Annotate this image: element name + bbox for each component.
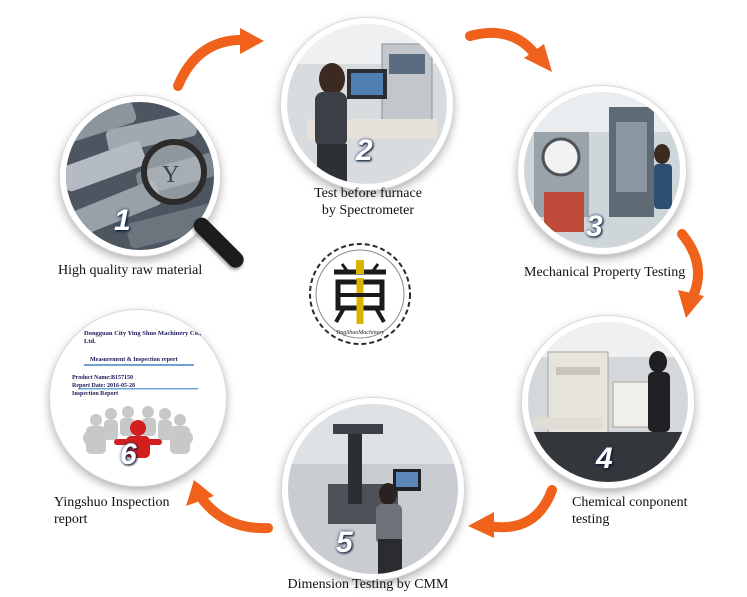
step-5-caption: Dimension Testing by CMM	[287, 577, 449, 592]
mechanical-testing-photo	[518, 86, 686, 254]
step-4-caption-line-1: Chemical conponent	[572, 495, 688, 510]
step-6-caption-line-2: report	[54, 512, 88, 527]
step-6-caption: Yingshuo Inspection report	[54, 494, 170, 528]
step-2-caption-line-1: Test before furnace	[314, 186, 422, 201]
step-number-2: 2	[356, 134, 373, 167]
step-4-caption: Chemical conponent testing	[572, 494, 687, 528]
step-2-caption: Test before furnace by Spectrometer	[298, 185, 438, 219]
step-6-caption-line-1: Yingshuo Inspection	[54, 495, 170, 510]
step-1-caption: High quality raw material	[58, 263, 203, 278]
report-date: Report Date: 2016-05-28	[72, 383, 135, 389]
step-number-4: 4	[596, 442, 613, 475]
arrow-2-to-3	[464, 22, 560, 81]
report-company: Dongguan City Ying Shuo Machinery Co., L…	[84, 330, 202, 345]
arrow-1-to-2	[168, 28, 268, 97]
svg-text:Y: Y	[162, 162, 179, 188]
report-inspection: Inspection Report	[72, 391, 119, 397]
raw-material-photo: Y	[60, 96, 220, 256]
yingshuo-logo: YingShuoMachinery	[304, 238, 416, 350]
logo-text: YingShuoMachinery	[336, 330, 385, 336]
report-text-block: Dongguan City Ying Shuo Machinery Co., L…	[72, 330, 202, 398]
arrow-5-to-6	[180, 478, 276, 543]
arrow-4-to-5	[464, 480, 564, 545]
step-number-6: 6	[120, 438, 137, 471]
step-number-1: 1	[114, 204, 131, 237]
step-2-caption-line-2: by Spectrometer	[321, 203, 415, 218]
inspection-report-photo	[50, 310, 226, 486]
cmm-testing-photo	[282, 398, 464, 580]
step-number-5: 5	[336, 526, 353, 559]
step-3-caption: Mechanical Property Testing	[524, 265, 686, 280]
arrow-3-to-4	[664, 226, 720, 325]
report-product-name: Product Name:B157150	[72, 375, 134, 381]
step-4-caption-line-2: testing	[572, 512, 610, 527]
report-title: Measurement & Inspection report	[90, 357, 178, 363]
step-number-3: 3	[586, 210, 603, 243]
chemical-testing-photo	[522, 316, 694, 488]
